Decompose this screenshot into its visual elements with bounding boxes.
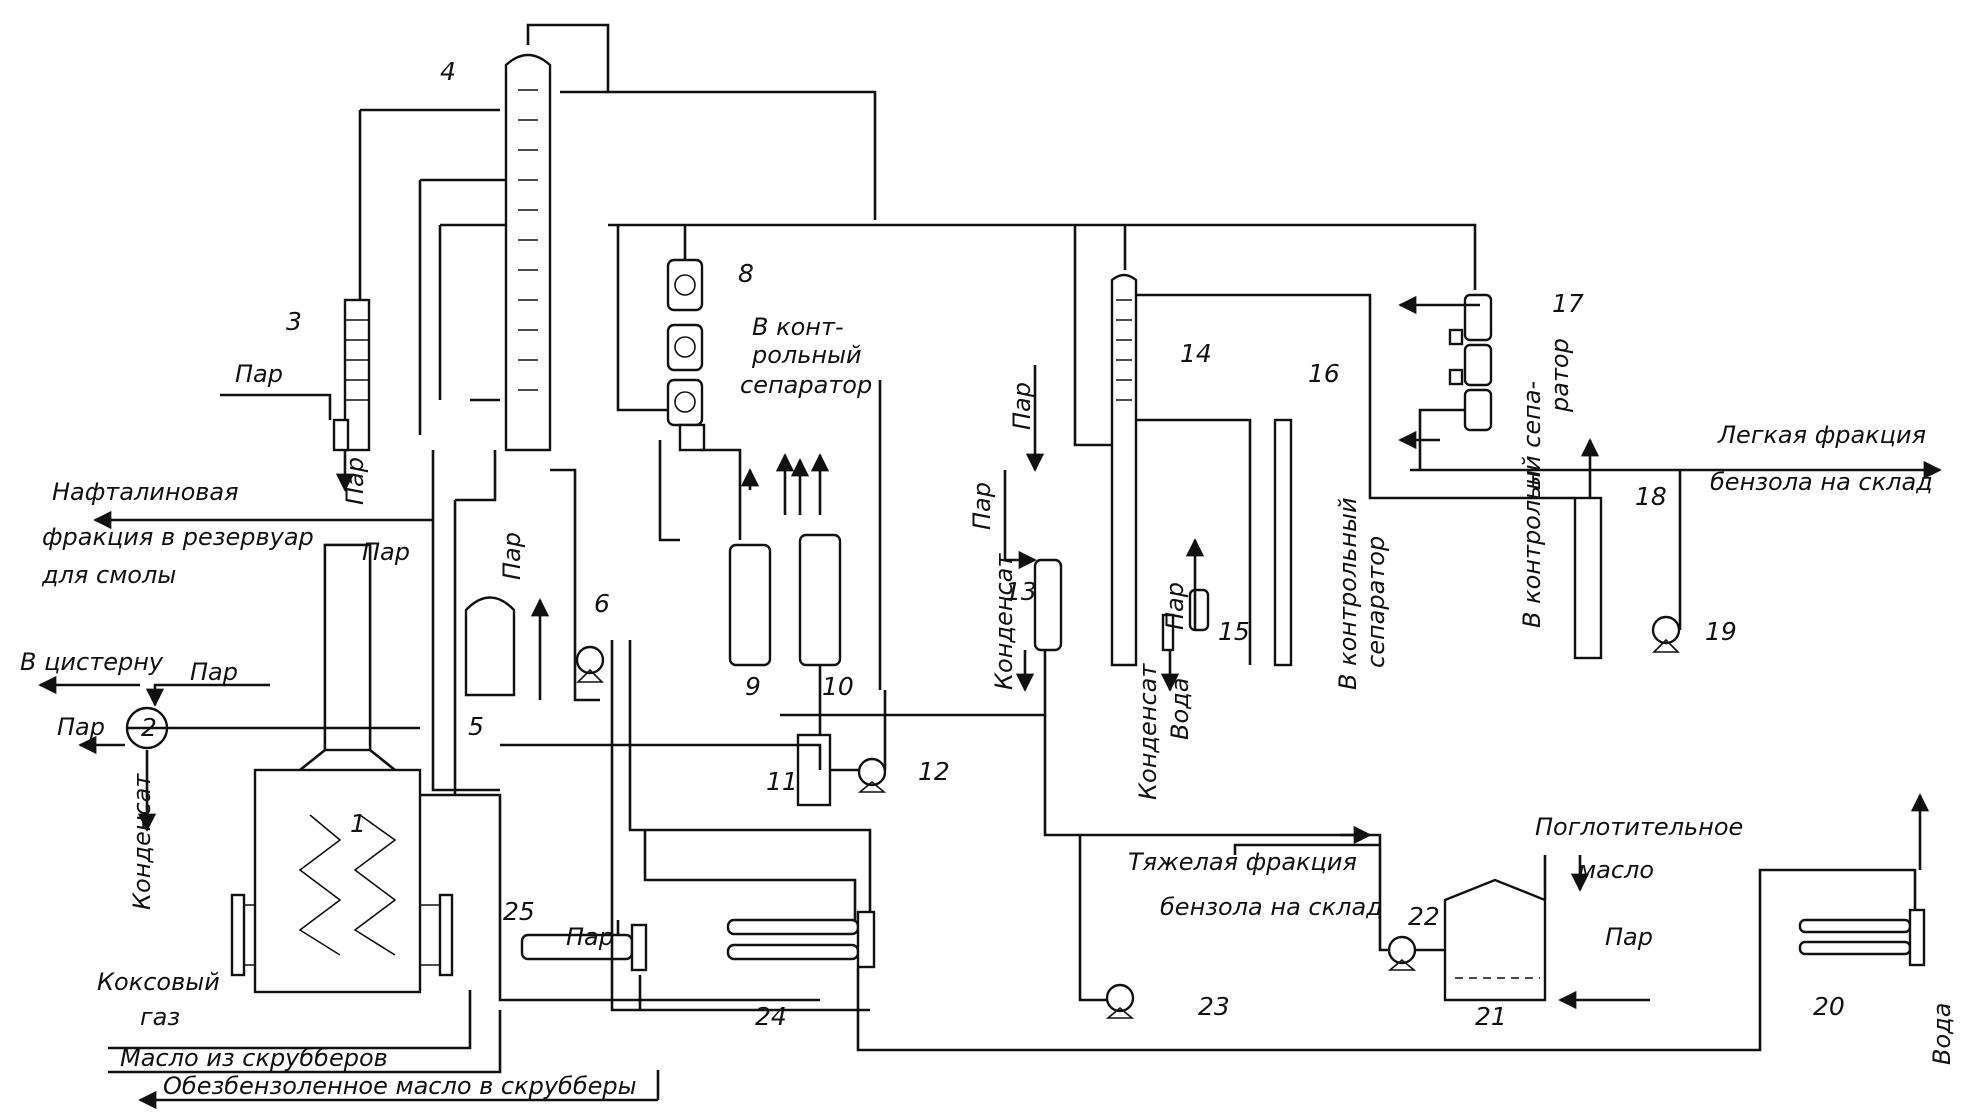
tank-21 xyxy=(1443,878,1547,1002)
label-14: 14 xyxy=(1180,339,1212,368)
control-separator-label-2: рольный xyxy=(751,341,862,369)
steam-label: Пар xyxy=(968,482,996,530)
control-separator-vertical-1: В контрольный xyxy=(1334,497,1362,690)
label-25: 25 xyxy=(503,897,535,926)
label-15: 15 xyxy=(1218,617,1250,646)
vessel-5 xyxy=(464,596,516,697)
tube-furnace xyxy=(230,543,454,994)
control-separator-17-label-3: ратор xyxy=(1546,338,1574,413)
label-2: 2 xyxy=(141,713,157,742)
heat-exchanger-25 xyxy=(520,923,648,972)
light-fraction-label-2: бензола на склад xyxy=(1710,468,1933,496)
label-11: 11 xyxy=(766,767,798,796)
separator-10 xyxy=(798,533,842,667)
control-separator-17-label-2: ый сепа- xyxy=(1518,381,1546,490)
water-label: Вода xyxy=(1166,678,1194,740)
label-9: 9 xyxy=(745,672,761,701)
distillation-column-14 xyxy=(1110,273,1138,667)
coke-gas-label-2: газ xyxy=(140,1003,180,1031)
control-separator-vertical-2: сепаратор xyxy=(1362,536,1390,668)
pump-12 xyxy=(857,757,887,793)
cistern-label: В цистерну xyxy=(20,648,164,676)
label-16: 16 xyxy=(1308,359,1340,388)
pipelines xyxy=(38,23,1942,1110)
cooler-20 xyxy=(1798,908,1926,967)
separator-9 xyxy=(728,543,772,667)
heavy-fraction-label-1: Тяжелая фракция xyxy=(1128,848,1357,876)
exchanger-13 xyxy=(1033,558,1063,652)
tank-11 xyxy=(796,733,832,807)
steam-label: Пар xyxy=(1161,582,1189,630)
heavy-fraction-label-2: бензола на склад xyxy=(1160,893,1383,921)
steam-label: Пар xyxy=(566,923,614,951)
label-21: 21 xyxy=(1475,1002,1507,1031)
label-22: 22 xyxy=(1408,902,1440,931)
naphthalene-label-1: Нафталиновая xyxy=(52,478,239,506)
water-label: Вода xyxy=(1928,1003,1956,1065)
cooler-24 xyxy=(726,910,876,969)
vessel-18 xyxy=(1573,496,1603,660)
steam-label: Пар xyxy=(341,457,369,505)
distillation-column-4 xyxy=(504,53,552,452)
steam-label: Пар xyxy=(498,532,526,580)
label-8: 8 xyxy=(738,259,754,288)
oil-to-scrubbers-label: Обезбензоленное масло в скрубберы xyxy=(163,1072,637,1100)
label-3: 3 xyxy=(286,307,302,336)
label-17: 17 xyxy=(1552,289,1584,318)
label-12: 12 xyxy=(918,757,950,786)
heat-exchanger-3 xyxy=(332,298,371,452)
steam-label: Пар xyxy=(362,538,410,566)
label-10: 10 xyxy=(822,672,854,701)
text-labels: Пар Пар Пар Пар Пар Пар Пар Пар Пар Пар … xyxy=(20,313,1956,1100)
condensate-label: Конденсат xyxy=(128,773,156,910)
pump-19 xyxy=(1651,615,1681,653)
label-19: 19 xyxy=(1705,617,1737,646)
pump-6 xyxy=(575,645,605,683)
label-4: 4 xyxy=(440,57,456,86)
label-20: 20 xyxy=(1813,992,1845,1021)
control-separator-label-1: В конт- xyxy=(752,313,844,341)
label-13: 13 xyxy=(1005,577,1037,606)
naphthalene-label-3: для смолы xyxy=(41,561,176,589)
light-fraction-label-1: Легкая фракция xyxy=(1717,421,1926,449)
control-separator-label-3: сепаратор xyxy=(740,371,872,399)
naphthalene-label-2: фракция в резервуар xyxy=(42,523,314,551)
coke-gas-label-1: Коксовый xyxy=(97,968,220,996)
pump-23 xyxy=(1105,983,1135,1019)
label-5: 5 xyxy=(468,712,484,741)
steam-label: Пар xyxy=(57,713,105,741)
pump-22 xyxy=(1387,935,1417,971)
steam-label: Пар xyxy=(1008,382,1036,430)
condensate-label: Конденсат xyxy=(990,553,1018,690)
equipment-numbers: 1 2 3 4 5 6 8 9 10 11 12 13 14 15 16 17 … xyxy=(141,57,1845,1031)
condenser-17 xyxy=(1448,293,1493,432)
separator-16 xyxy=(1273,418,1293,667)
control-separator-17-label-1: В контрольн xyxy=(1518,470,1546,628)
steam-label: Пар xyxy=(190,658,238,686)
condensate-label: Конденсат xyxy=(1134,663,1162,800)
absorbent-oil-label-2: масло xyxy=(1578,856,1654,884)
steam-label: Пар xyxy=(235,360,283,388)
oil-from-scrubbers-label: Масло из скрубберов xyxy=(120,1044,388,1072)
absorbent-oil-label-1: Поглотительное xyxy=(1535,813,1743,841)
label-1: 1 xyxy=(350,809,366,838)
label-18: 18 xyxy=(1635,482,1667,511)
label-23: 23 xyxy=(1198,992,1230,1021)
label-24: 24 xyxy=(755,1002,787,1031)
label-6: 6 xyxy=(594,589,610,618)
condenser-8 xyxy=(666,258,706,452)
steam-label: Пар xyxy=(1605,923,1653,951)
